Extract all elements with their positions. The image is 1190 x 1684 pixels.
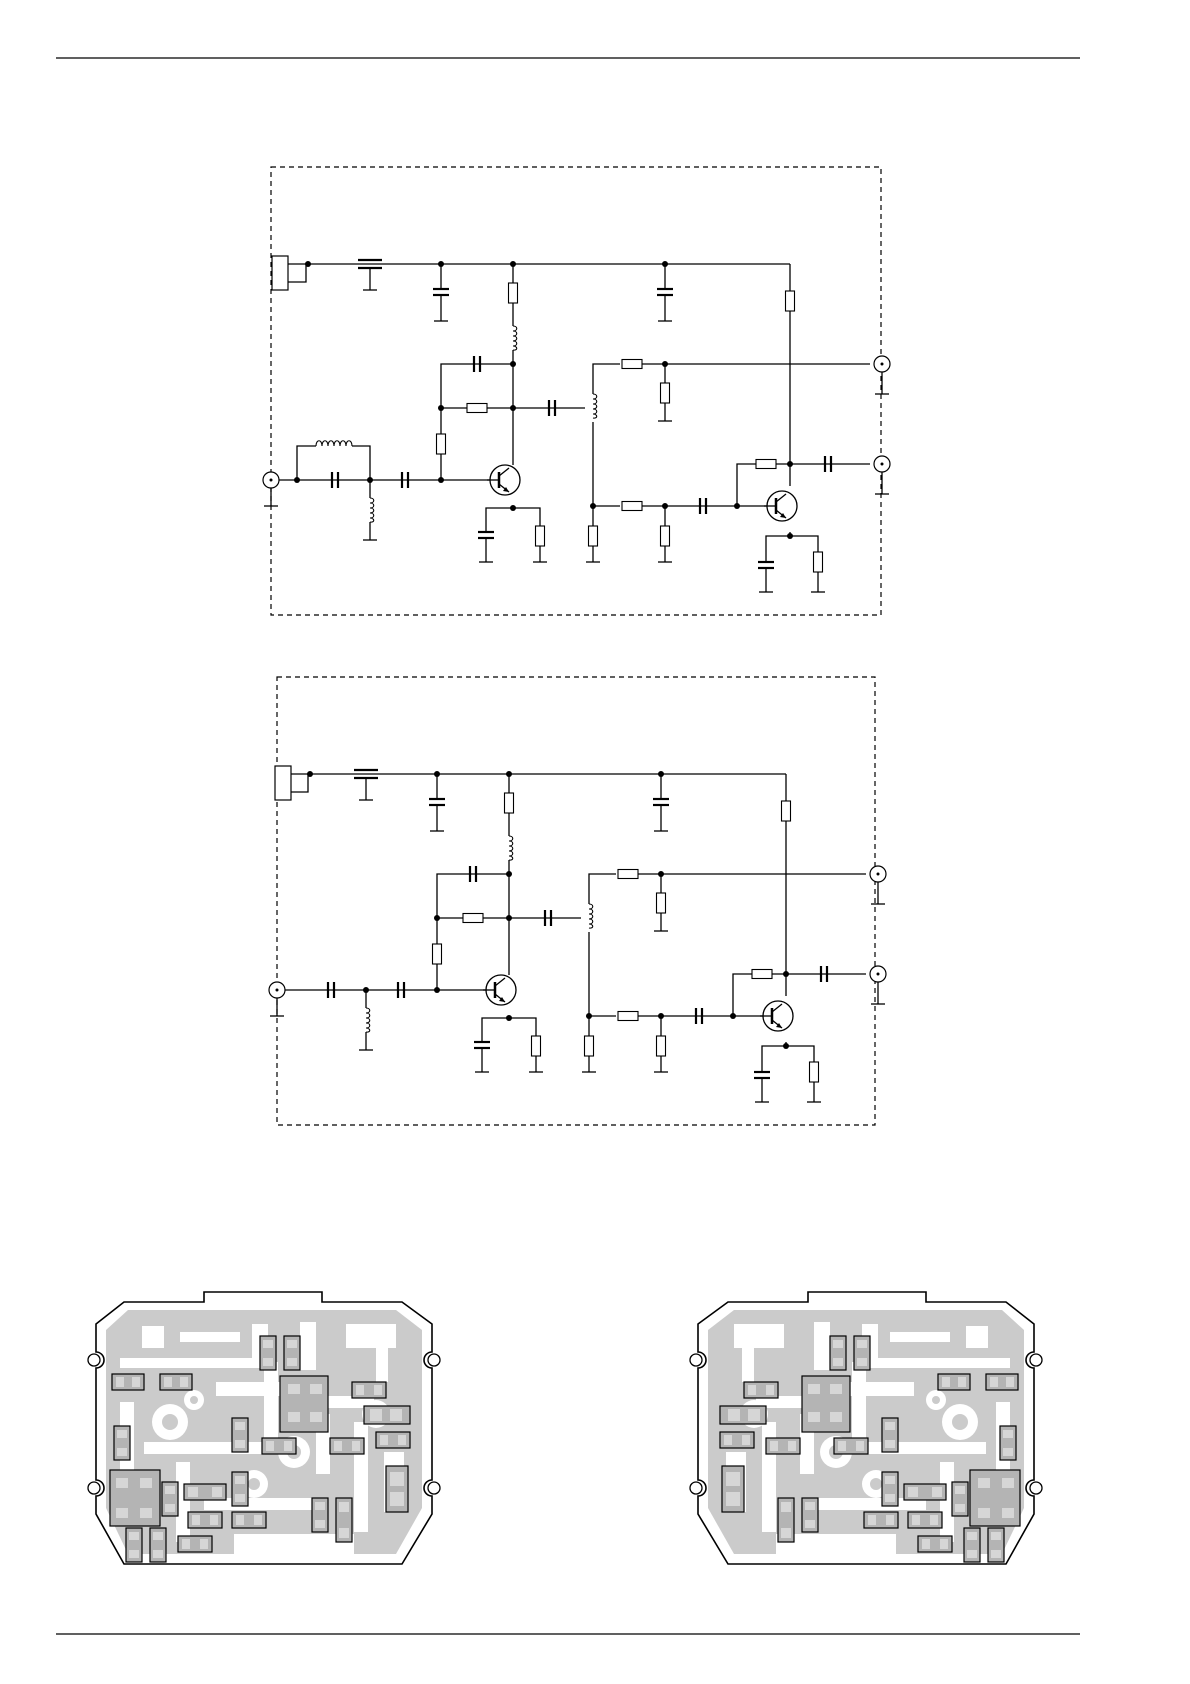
- schematic-bottom: [269, 677, 886, 1125]
- schematic-top: [263, 167, 890, 615]
- pcb-right: [690, 1292, 1042, 1564]
- pcb-left: [88, 1292, 440, 1564]
